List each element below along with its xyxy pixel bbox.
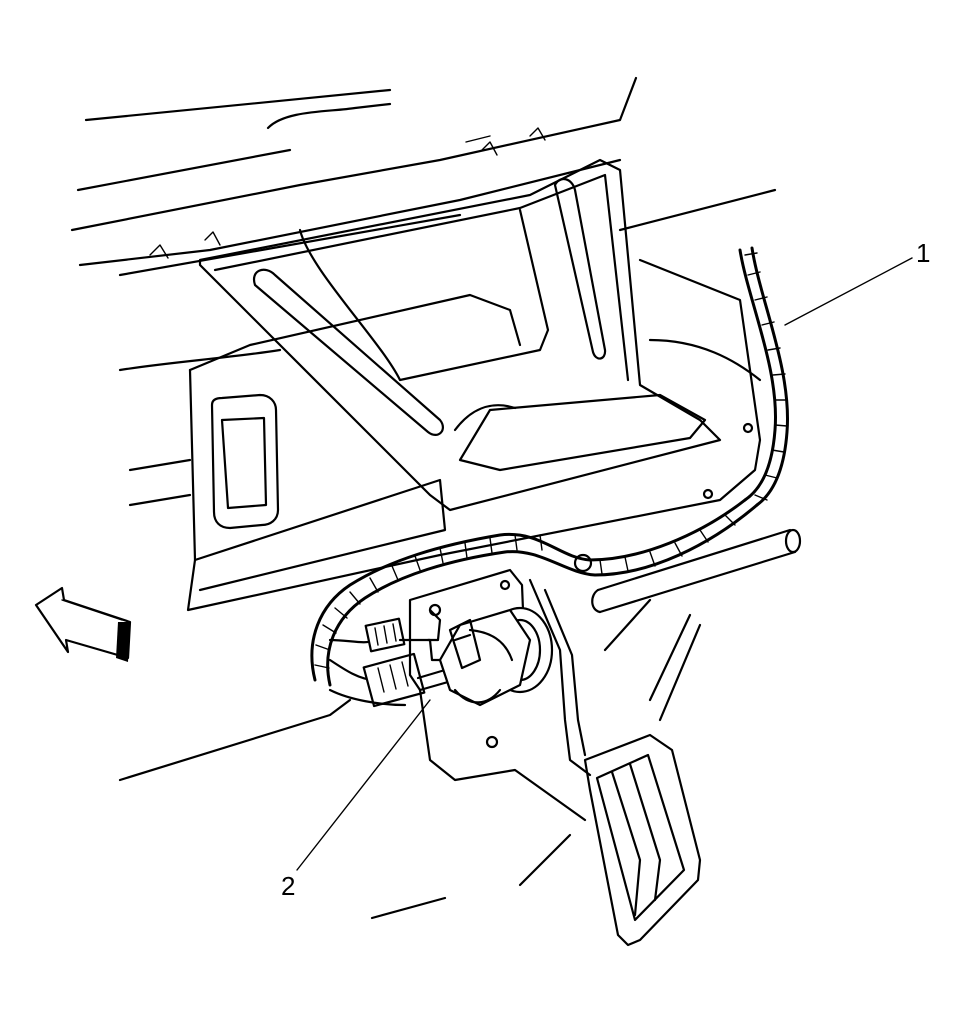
wiring-harness <box>310 246 790 687</box>
callout-2: 2 <box>281 871 296 901</box>
forward-arrow-icon <box>34 586 132 662</box>
accelerator-pedal <box>118 578 702 947</box>
dash-panel <box>70 76 777 372</box>
cross-bar <box>591 528 802 722</box>
support-bracket <box>198 158 722 512</box>
pedal-position-sensor <box>408 568 554 707</box>
callout-1: 1 <box>916 238 931 268</box>
cross-member <box>128 258 762 612</box>
leader-lines <box>296 257 913 871</box>
